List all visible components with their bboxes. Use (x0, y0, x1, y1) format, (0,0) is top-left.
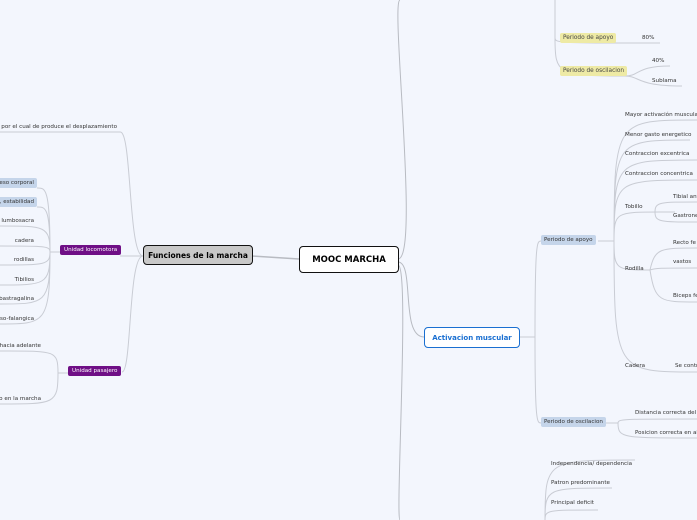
pasajero-item[interactable]: o en la marcha (0, 396, 41, 402)
rodilla-node[interactable]: Rodilla (625, 266, 644, 272)
rodilla-item[interactable]: Biceps fe (673, 293, 697, 299)
locomotora-item[interactable]: rso-falangica (0, 316, 34, 322)
locomotora-item[interactable]: , estabilidad (0, 197, 37, 207)
locomotora-item[interactable]: cadera (14, 238, 34, 244)
act-periodo-oscilacion-node[interactable]: Periodo de oscilacion (541, 417, 606, 427)
locomotora-item[interactable]: peso corporal (0, 178, 37, 188)
unidad-locomotora-node[interactable]: Unidad locomotora (60, 245, 122, 255)
funciones-node[interactable]: Funciones de la marcha (143, 245, 253, 265)
rodilla-item[interactable]: vastos (673, 259, 692, 265)
rodilla-item[interactable]: Recto fe (673, 240, 696, 246)
oscilacion-item[interactable]: Distancia correcta del (635, 410, 697, 416)
top-oscilacion-item[interactable]: 40% (652, 58, 665, 64)
cadera-node[interactable]: Cadera (625, 363, 646, 369)
tobillo-item[interactable]: Tibial ant (673, 194, 697, 200)
locomotora-item[interactable]: bastragalina (0, 296, 34, 302)
top-apoyo-value[interactable]: 80% (642, 35, 655, 41)
bottom-item[interactable]: Principal deficit (551, 500, 594, 506)
top-periodo-oscilacion-node[interactable]: Periodo de oscilacion (560, 66, 628, 76)
unidad-pasajero-node[interactable]: Unidad pasajero (68, 366, 122, 376)
apoyo-item[interactable]: Contraccion excentrica (625, 151, 690, 157)
tobillo-node[interactable]: Tobillo (625, 204, 643, 210)
tobillo-item[interactable]: Gastrone (673, 213, 697, 219)
apoyo-item[interactable]: Contraccion concentrica (625, 171, 693, 177)
bottom-item[interactable]: Independencia/ dependencia (551, 461, 633, 467)
top-periodo-apoyo-node[interactable]: Periodo de apoyo (560, 33, 617, 43)
locomotora-item[interactable]: Tibilios (14, 277, 34, 283)
cadera-item[interactable]: Se contr (675, 363, 697, 369)
apoyo-item[interactable]: Menor gasto energetico (625, 132, 692, 138)
oscilacion-item[interactable]: Posicion correcta en al (635, 430, 697, 436)
top-oscilacion-item[interactable]: Sublama (652, 78, 677, 84)
root-node[interactable]: MOOC MARCHA (299, 246, 399, 273)
funciones-top-item[interactable]: o por el cual de produce el desplazamien… (0, 124, 117, 130)
locomotora-item[interactable]: rodillas (13, 257, 34, 263)
activacion-node[interactable]: Activacion muscular (424, 327, 520, 348)
apoyo-item[interactable]: Mayor activación muscular (625, 112, 697, 118)
bottom-item[interactable]: Patron predominante (551, 480, 610, 486)
pasajero-item[interactable]: hacia adelante (0, 343, 41, 349)
act-periodo-apoyo-node[interactable]: Periodo de apoyo (541, 235, 596, 245)
locomotora-item[interactable]: l lumbosacra (0, 218, 34, 224)
